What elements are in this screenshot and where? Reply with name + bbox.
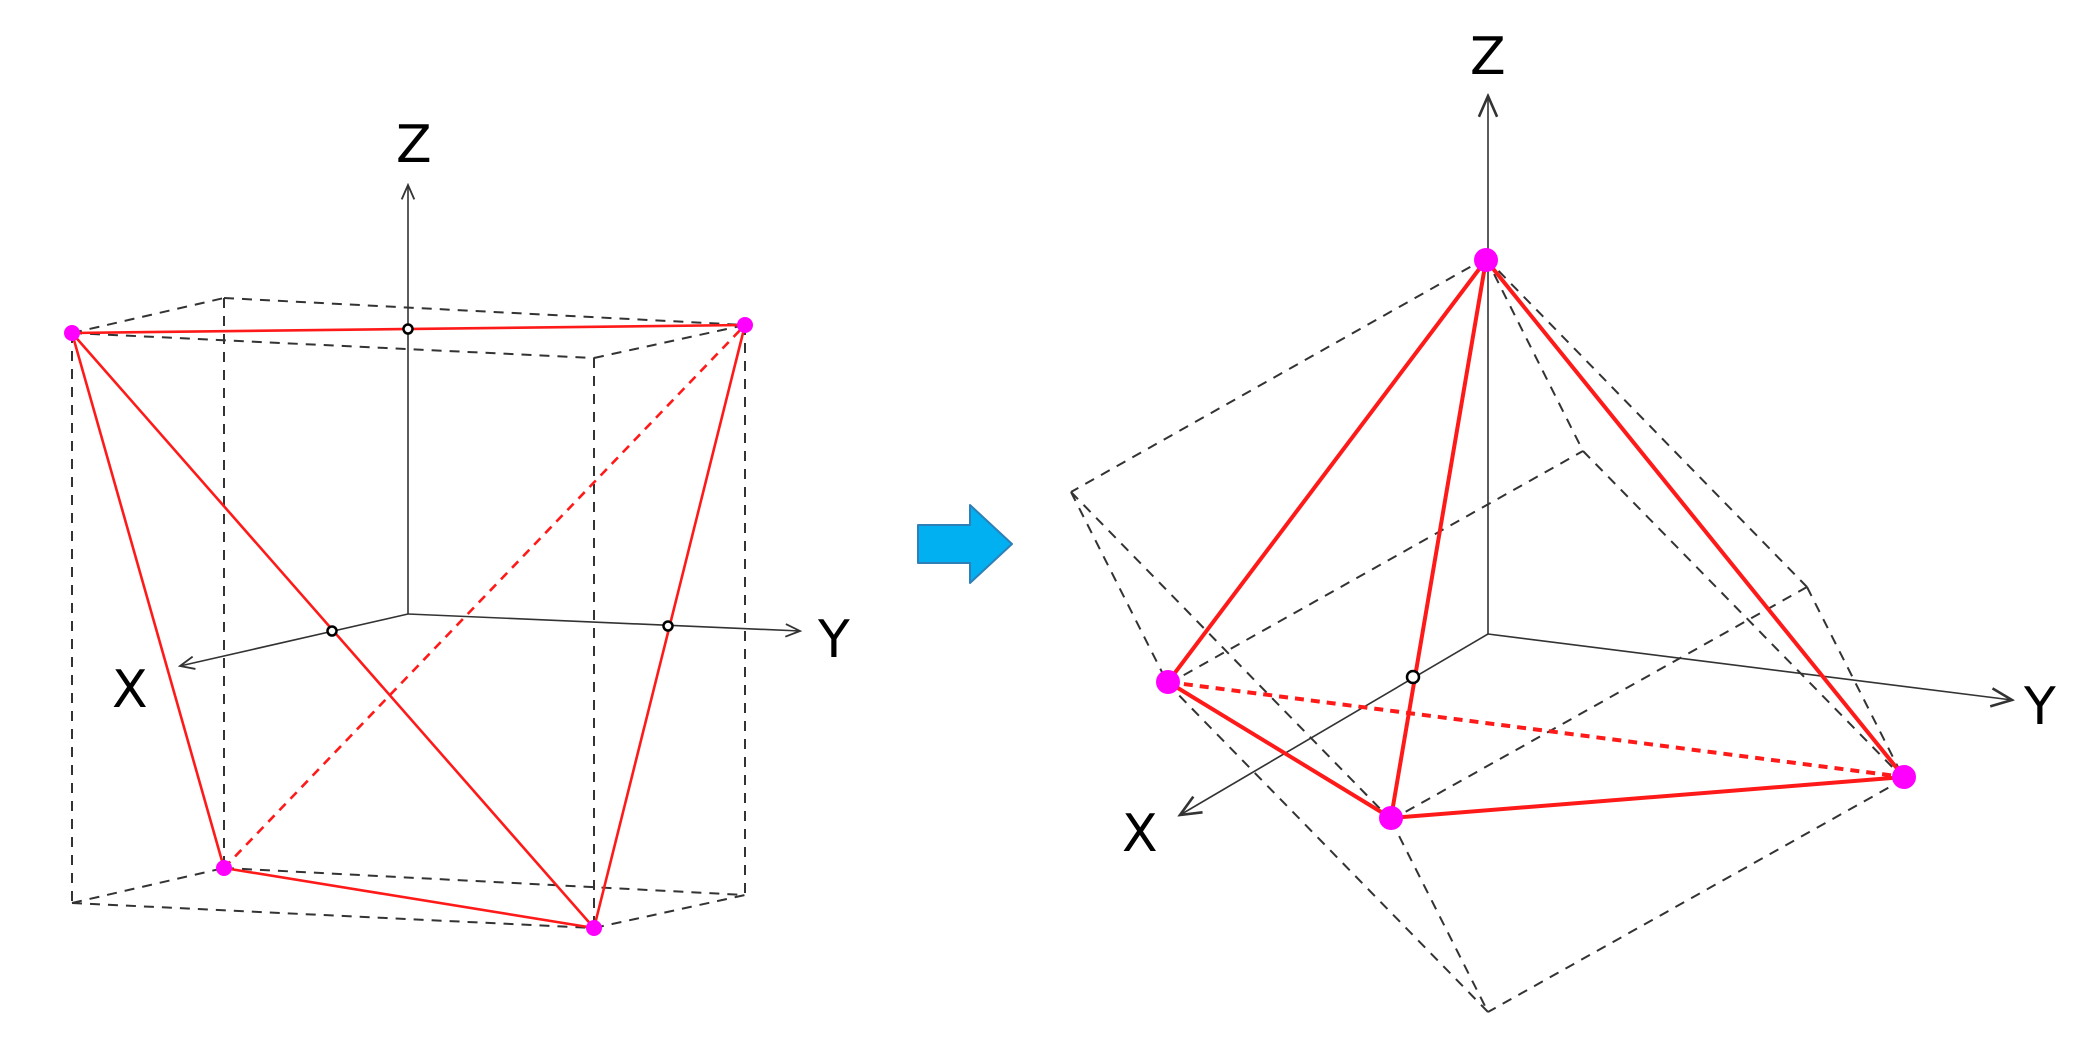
right-edge-top-front <box>1389 259 1488 819</box>
right-bounding-box <box>1070 257 1905 1013</box>
right-vertex <box>1892 765 1916 789</box>
left-vertices <box>64 317 753 936</box>
left-vertex <box>216 860 232 876</box>
right-x-axis-label: X <box>1122 804 1158 864</box>
right-tetrahedron <box>1166 258 1906 820</box>
left-figure: Z Y X <box>64 115 850 936</box>
left-y-axis-label: Y <box>817 610 850 670</box>
right-axis-intersections <box>1405 669 1421 685</box>
left-edge-bottom <box>223 866 595 930</box>
left-axis-intersections <box>326 323 674 637</box>
right-edge-top-right <box>1484 258 1906 779</box>
right-vertices <box>1156 248 1916 830</box>
left-x-intersection-point <box>326 625 338 637</box>
right-vertex <box>1156 670 1180 694</box>
right-figure: Z Y X <box>1070 27 2056 1013</box>
left-bounding-box <box>71 297 746 929</box>
right-y-axis-label: Y <box>2023 677 2056 737</box>
right-y-axis <box>1487 633 2012 700</box>
left-y-intersection-point <box>662 620 674 632</box>
left-x-axis-label: X <box>112 660 148 720</box>
left-vertex <box>64 325 80 341</box>
right-vertex <box>1474 248 1498 272</box>
right-edge-front-right <box>1390 775 1905 820</box>
right-edge-top-left <box>1166 258 1488 684</box>
right-arrow-icon <box>917 504 1013 584</box>
right-x-intersection-point <box>1405 669 1421 685</box>
left-vertex <box>586 920 602 936</box>
left-edge-left <box>70 332 226 869</box>
left-axes: Z Y X <box>112 115 850 720</box>
right-axes: Z Y X <box>1122 27 2056 864</box>
right-x-axis <box>1180 633 1489 815</box>
left-y-axis <box>407 613 800 631</box>
right-edge-left-front <box>1166 680 1393 820</box>
right-z-axis-label: Z <box>1470 27 1506 87</box>
left-z-axis-label: Z <box>396 115 432 175</box>
right-vertex <box>1379 806 1403 830</box>
right-hidden-edge <box>1167 680 1905 779</box>
left-hidden-edge <box>223 324 746 869</box>
left-z-intersection-point <box>402 323 414 335</box>
left-vertex <box>737 317 753 333</box>
left-x-axis <box>180 613 409 666</box>
